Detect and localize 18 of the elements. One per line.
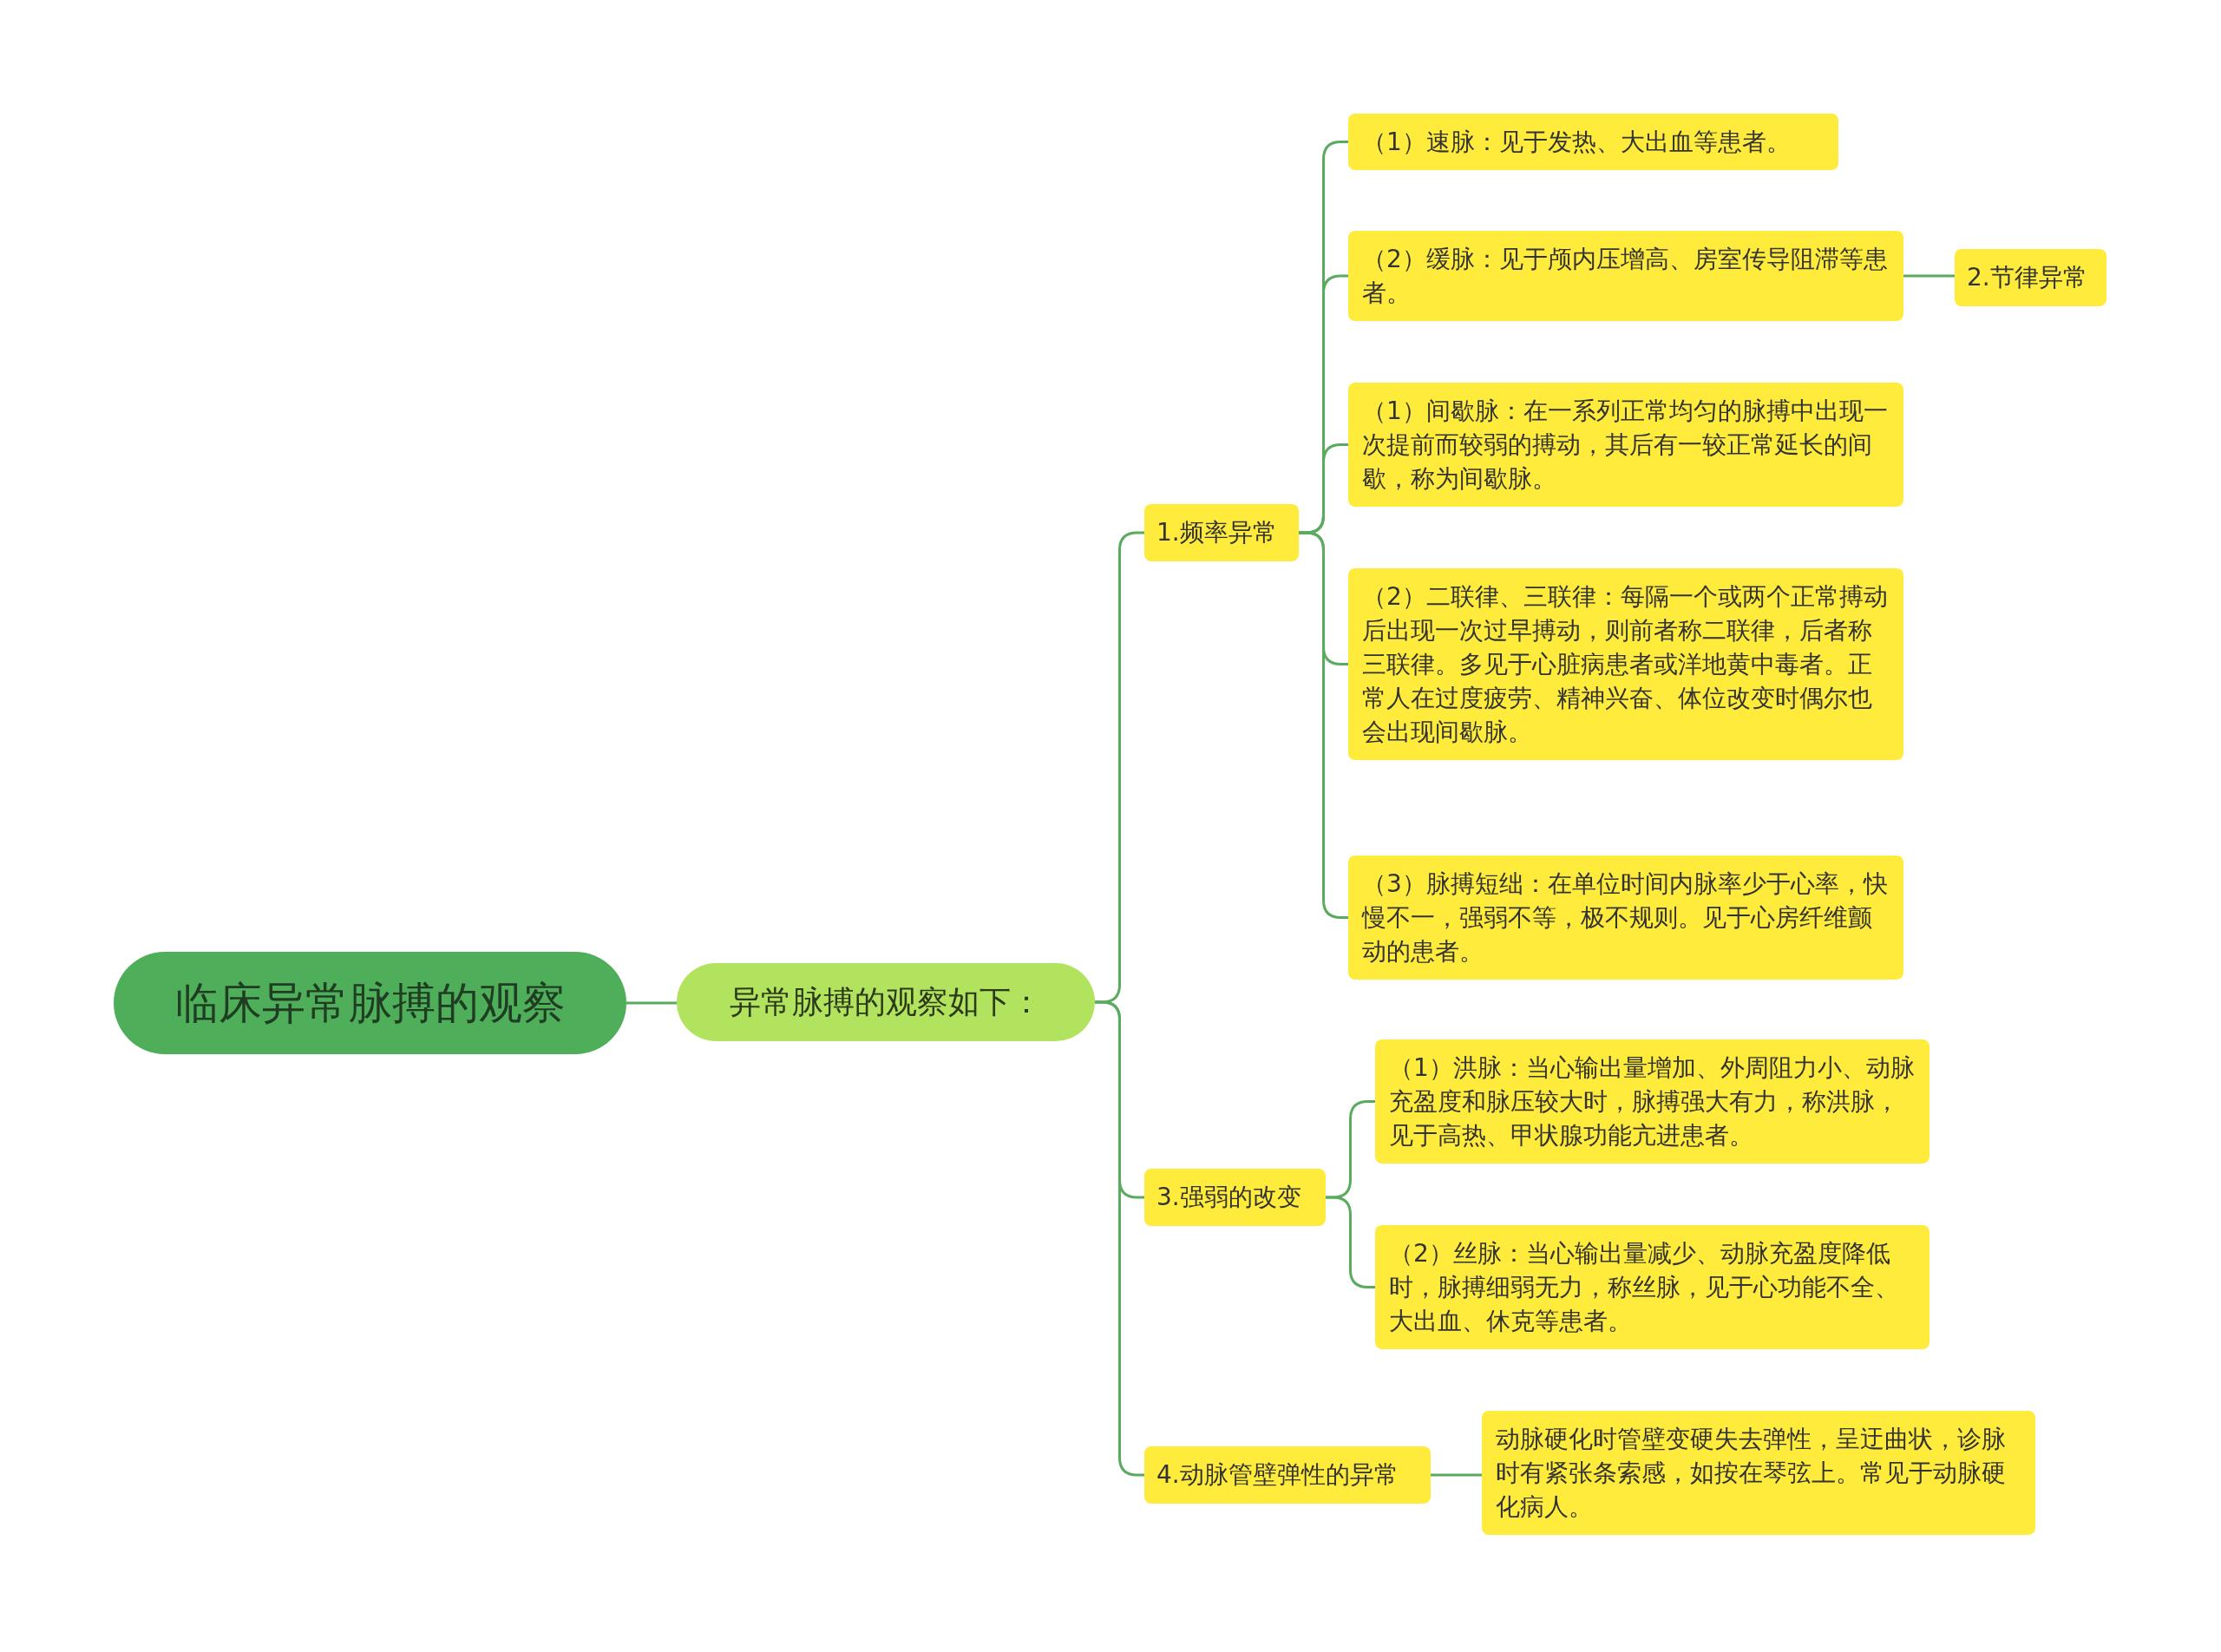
connector-line — [1903, 274, 1955, 278]
connector-line — [1299, 531, 1348, 919]
note-box: （2）缓脉：见于颅内压增高、房室传导阻滞等患者。 — [1348, 231, 1903, 321]
note-box: （2）二联律、三联律：每隔一个或两个正常搏动后出现一次过早搏动，则前者称二联律，后者称三联律。多见于心脏病患者或洋地黄中毒者。正常人在过度疲劳、精神兴奋、体位改变时偶尔也会出现间歇脉。 — [1348, 568, 1903, 760]
note-box: 动脉硬化时管壁变硬失去弹性，呈迂曲状，诊脉时有紧张条索感，如按在琴弦上。常见于动脉硬化病人。 — [1482, 1411, 2035, 1535]
note-box: （1）洪脉：当心输出量增加、外周阻力小、动脉充盈度和脉压较大时，脉搏强大有力，称洪脉，见于高热、甲状腺功能亢进患者。 — [1375, 1039, 1929, 1164]
note-box: （1）间歇脉：在一系列正常均匀的脉搏中出现一次提前而较弱的搏动，其后有一较正常延长的间歇，称为间歇脉。 — [1348, 383, 1903, 507]
subtopic-box: 2.节律异常 — [1955, 249, 2106, 306]
subtopic-box: 1.频率异常 — [1144, 504, 1299, 561]
note-box: （2）丝脉：当心输出量减少、动脉充盈度降低时，脉搏细弱无力，称丝脉，见于心功能不全、大出血、休克等患者。 — [1375, 1225, 1929, 1349]
subtopic-box: 3.强弱的改变 — [1144, 1169, 1326, 1226]
subtopic-box: 4.动脉管壁弹性的异常 — [1144, 1446, 1431, 1504]
connector-line — [1431, 1473, 1482, 1477]
root-topic: 临床异常脉搏的观察 — [114, 952, 626, 1054]
main-topic: 异常脉搏的观察如下： — [677, 963, 1095, 1041]
note-box: （3）脉搏短绌：在单位时间内脉率少于心率，快慢不一，强弱不等，极不规则。见于心房纤维颤动的患者。 — [1348, 856, 1903, 980]
connector-line — [626, 1001, 677, 1005]
note-box: （1）速脉：见于发热、大出血等患者。 — [1348, 114, 1838, 170]
